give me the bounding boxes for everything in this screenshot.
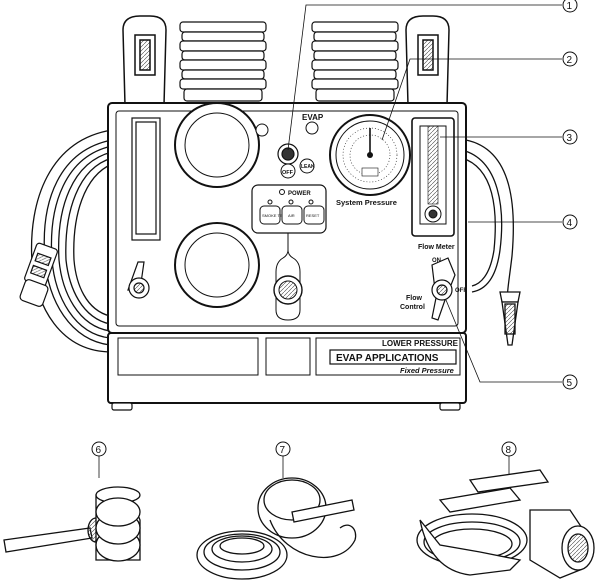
output-port-outline (275, 233, 301, 321)
power-led (279, 189, 285, 195)
flow-meter-label: Flow Meter (418, 244, 455, 251)
fixed-pressure-label: Fixed Pressure (400, 366, 454, 375)
right-handle[interactable] (405, 15, 450, 106)
supply-hose-coil (30, 129, 113, 353)
power-label: POWER (288, 191, 311, 197)
left-handle[interactable] (122, 15, 167, 106)
evap-label: EVAP (302, 113, 324, 122)
smoke-test-button[interactable]: SMOKE TEST (259, 205, 288, 225)
svg-text:AIR: AIR (288, 213, 295, 218)
cap-plug-adapter (3, 486, 141, 562)
callout-8: 8 (501, 441, 517, 457)
fuel-cap-adapter (196, 477, 357, 580)
svg-text:2: 2 (567, 55, 573, 66)
evap-applications-label: EVAP APPLICATIONS (336, 353, 439, 364)
callout-3: 3 (562, 129, 578, 145)
callout-6: 6 (91, 441, 107, 457)
power-cable-assembly (416, 469, 595, 579)
leak-button[interactable]: LEAK (299, 158, 315, 174)
callout-lines (98, 4, 562, 498)
evap-applications-box (329, 349, 457, 365)
reset-button[interactable]: RESET (303, 205, 325, 225)
lower-pressure-label: LOWER PRESSURE (382, 339, 459, 348)
smoke-nozzle (499, 291, 521, 346)
flow-meter (411, 117, 455, 237)
evap-switch[interactable] (277, 143, 299, 165)
svg-text:6: 6 (96, 445, 102, 456)
air-button[interactable]: AIR (281, 205, 303, 225)
flow-off-label: OFF (455, 288, 467, 294)
svg-text:LEAK: LEAK (301, 164, 315, 170)
smoke-hose-coil (461, 139, 514, 306)
off-button[interactable]: OFF (280, 163, 296, 179)
lower-port (174, 222, 260, 308)
callout-4: 4 (562, 214, 578, 230)
system-pressure-label: System Pressure (336, 198, 397, 207)
callout-5: 5 (562, 374, 578, 390)
right-cooling-fins (311, 21, 399, 102)
upper-port (174, 102, 260, 188)
left-cooling-fins (179, 21, 267, 102)
flow-control-valve[interactable] (431, 257, 456, 321)
svg-text:8: 8 (506, 445, 512, 456)
svg-text:7: 7 (280, 445, 286, 456)
indicator-hole (255, 123, 269, 137)
evap-indicator (305, 121, 319, 135)
callout-1: 1 (562, 0, 578, 13)
svg-text:OFF: OFF (282, 170, 294, 176)
callout-7: 7 (275, 441, 291, 457)
svg-text:5: 5 (567, 378, 573, 389)
svg-text:SMOKE TEST: SMOKE TEST (262, 213, 288, 218)
svg-text:RESET: RESET (306, 213, 320, 218)
hose-connector (19, 242, 58, 307)
output-port[interactable] (273, 275, 303, 305)
svg-text:4: 4 (567, 218, 573, 229)
flow-on-label: ON (432, 258, 441, 264)
sight-window (131, 117, 161, 241)
drain-valve[interactable] (127, 261, 150, 299)
svg-text:3: 3 (567, 133, 573, 144)
callout-2: 2 (562, 51, 578, 67)
svg-text:1: 1 (567, 1, 573, 12)
system-pressure-gauge (329, 114, 411, 196)
